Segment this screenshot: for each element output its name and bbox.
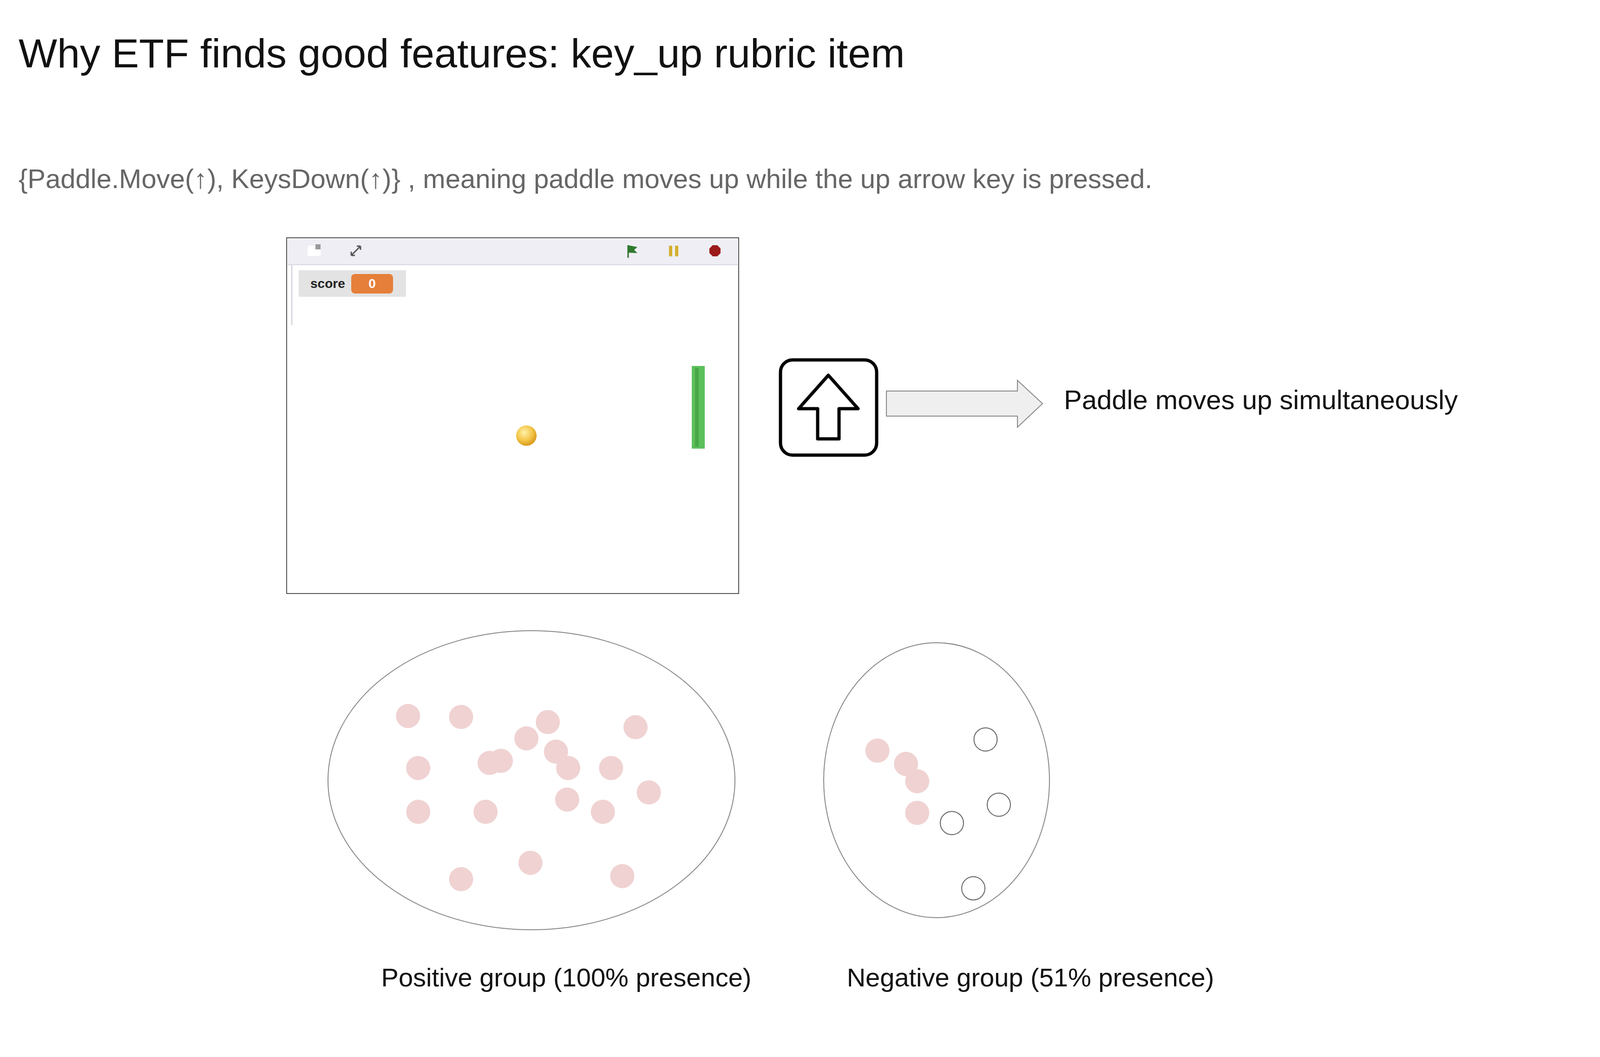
- effect-label-wrap: Paddle moves up simultaneously: [1063, 384, 1458, 416]
- present-dot: [518, 851, 543, 876]
- present-dot: [904, 769, 930, 794]
- present-dot: [406, 756, 431, 781]
- ball: [516, 425, 537, 446]
- subtitle: {Paddle.Move(↑), KeysDown(↑)} , meaning …: [18, 163, 1153, 195]
- present-dot: [609, 864, 635, 889]
- up-arrow-key: [780, 360, 877, 456]
- absent-dot: [973, 727, 997, 752]
- group-outline: [327, 630, 735, 931]
- present-dot: [590, 800, 616, 825]
- stop-icon: [709, 245, 721, 257]
- paddle-stripe: [695, 367, 699, 447]
- present-dot: [598, 756, 623, 781]
- caption-wrap: Negative group (51% presence): [846, 962, 1215, 993]
- effect-label: Paddle moves up simultaneously: [1063, 384, 1458, 416]
- caption-wrap: Positive group (100% presence): [381, 962, 752, 993]
- score-value-wrap: 0: [368, 276, 376, 292]
- score-value-pill: [351, 274, 394, 294]
- absent-dot: [961, 877, 985, 901]
- green-flag: [628, 245, 638, 254]
- score-value: 0: [368, 276, 376, 292]
- present-dot: [636, 780, 662, 805]
- present-dot: [448, 867, 473, 892]
- present-dot: [623, 715, 648, 740]
- group-caption: Negative group (51% presence): [846, 962, 1215, 993]
- ellipse-outline: [823, 642, 1050, 921]
- toolbar: [287, 238, 738, 265]
- present-dot: [395, 704, 420, 729]
- group-caption: Positive group (100% presence): [381, 962, 752, 993]
- fullscreen-icon: [351, 246, 361, 256]
- present-dot: [556, 756, 581, 781]
- game-stage: [286, 237, 739, 594]
- present-dot: [406, 800, 431, 825]
- title-wrap: Why ETF finds good features: key_up rubr…: [18, 29, 905, 78]
- pause-icon: [668, 245, 673, 257]
- present-dot: [535, 710, 560, 735]
- absent-dot: [987, 793, 1011, 817]
- present-dot: [448, 705, 473, 730]
- small-stage-icon: [315, 244, 321, 250]
- block-arrow: [886, 380, 1043, 428]
- score-monitor: [298, 270, 407, 297]
- score-label-wrap: score: [310, 276, 346, 292]
- paddle: [691, 366, 705, 449]
- group-ellipse: Negative group (51% presence): [823, 642, 1050, 999]
- slide-title: Why ETF finds good features: key_up rubr…: [18, 29, 905, 78]
- group-outline: [823, 642, 1050, 919]
- toolbar-edge: [287, 264, 738, 266]
- present-dot: [865, 738, 890, 763]
- stage-edge: [291, 264, 293, 326]
- pause-icon: [675, 245, 679, 257]
- present-dot: [904, 800, 930, 826]
- present-dot: [555, 787, 580, 813]
- ellipse-outline: [327, 630, 736, 933]
- present-dot: [488, 748, 513, 774]
- up-arrow-glyph: [798, 375, 859, 440]
- absent-dot: [940, 811, 964, 835]
- subtitle-wrap: {Paddle.Move(↑), KeysDown(↑)} , meaning …: [18, 163, 1153, 195]
- present-dot: [514, 726, 539, 751]
- group-ellipse: Positive group (100% presence): [327, 630, 736, 999]
- present-dot: [473, 800, 498, 825]
- score-label: score: [310, 276, 346, 292]
